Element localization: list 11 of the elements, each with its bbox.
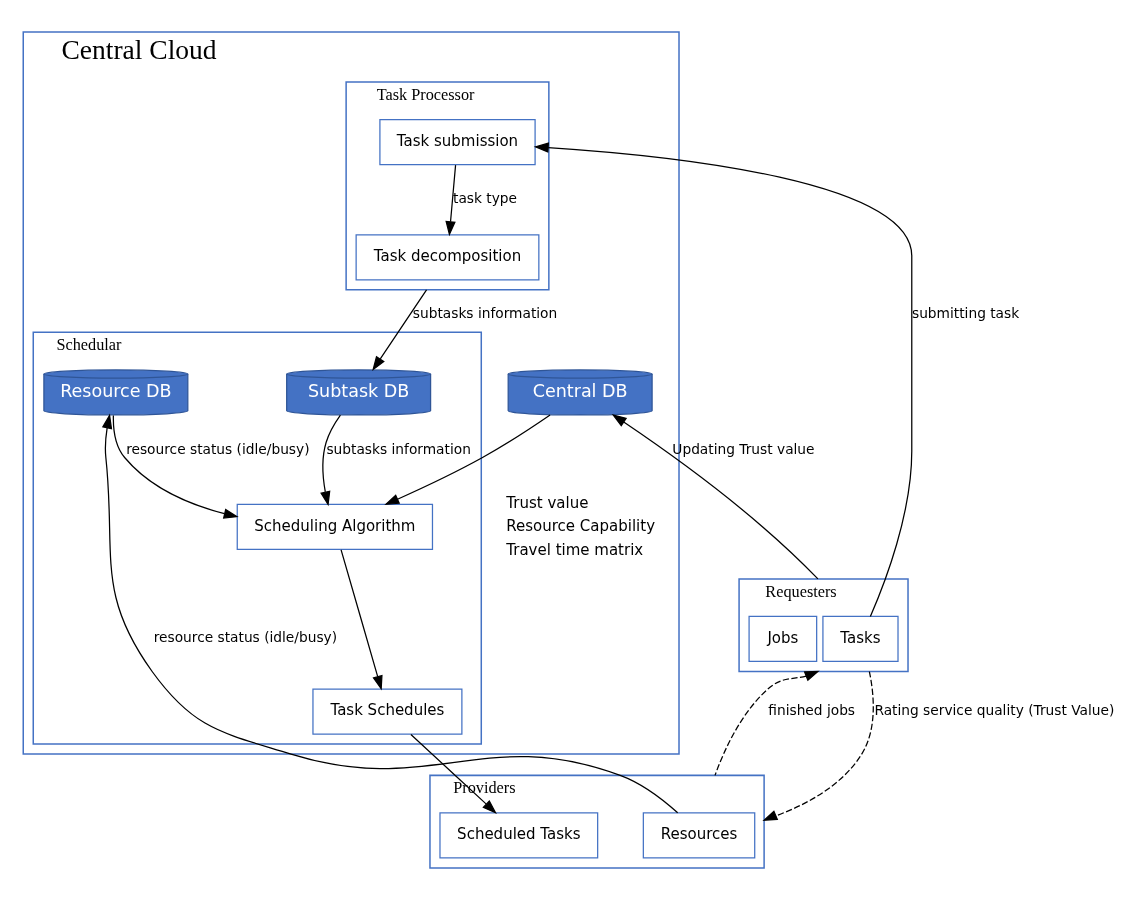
edge-label: resource status (idle/busy) (126, 440, 310, 457)
edge-label: task type (453, 190, 518, 207)
edge-label: finished jobs (768, 702, 856, 719)
edge-label: subtasks information (412, 305, 558, 322)
edge-label: submitting task (911, 305, 1020, 322)
node-label: Travel time matrix (506, 541, 644, 560)
node-label: Trust value (506, 493, 589, 512)
edge-label: resource status (idle/busy) (153, 629, 338, 646)
edge-label: Rating service quality (Trust Value) (874, 702, 1115, 719)
node-label: Resource Capability (506, 517, 656, 536)
edge-label: subtasks information (326, 440, 471, 457)
